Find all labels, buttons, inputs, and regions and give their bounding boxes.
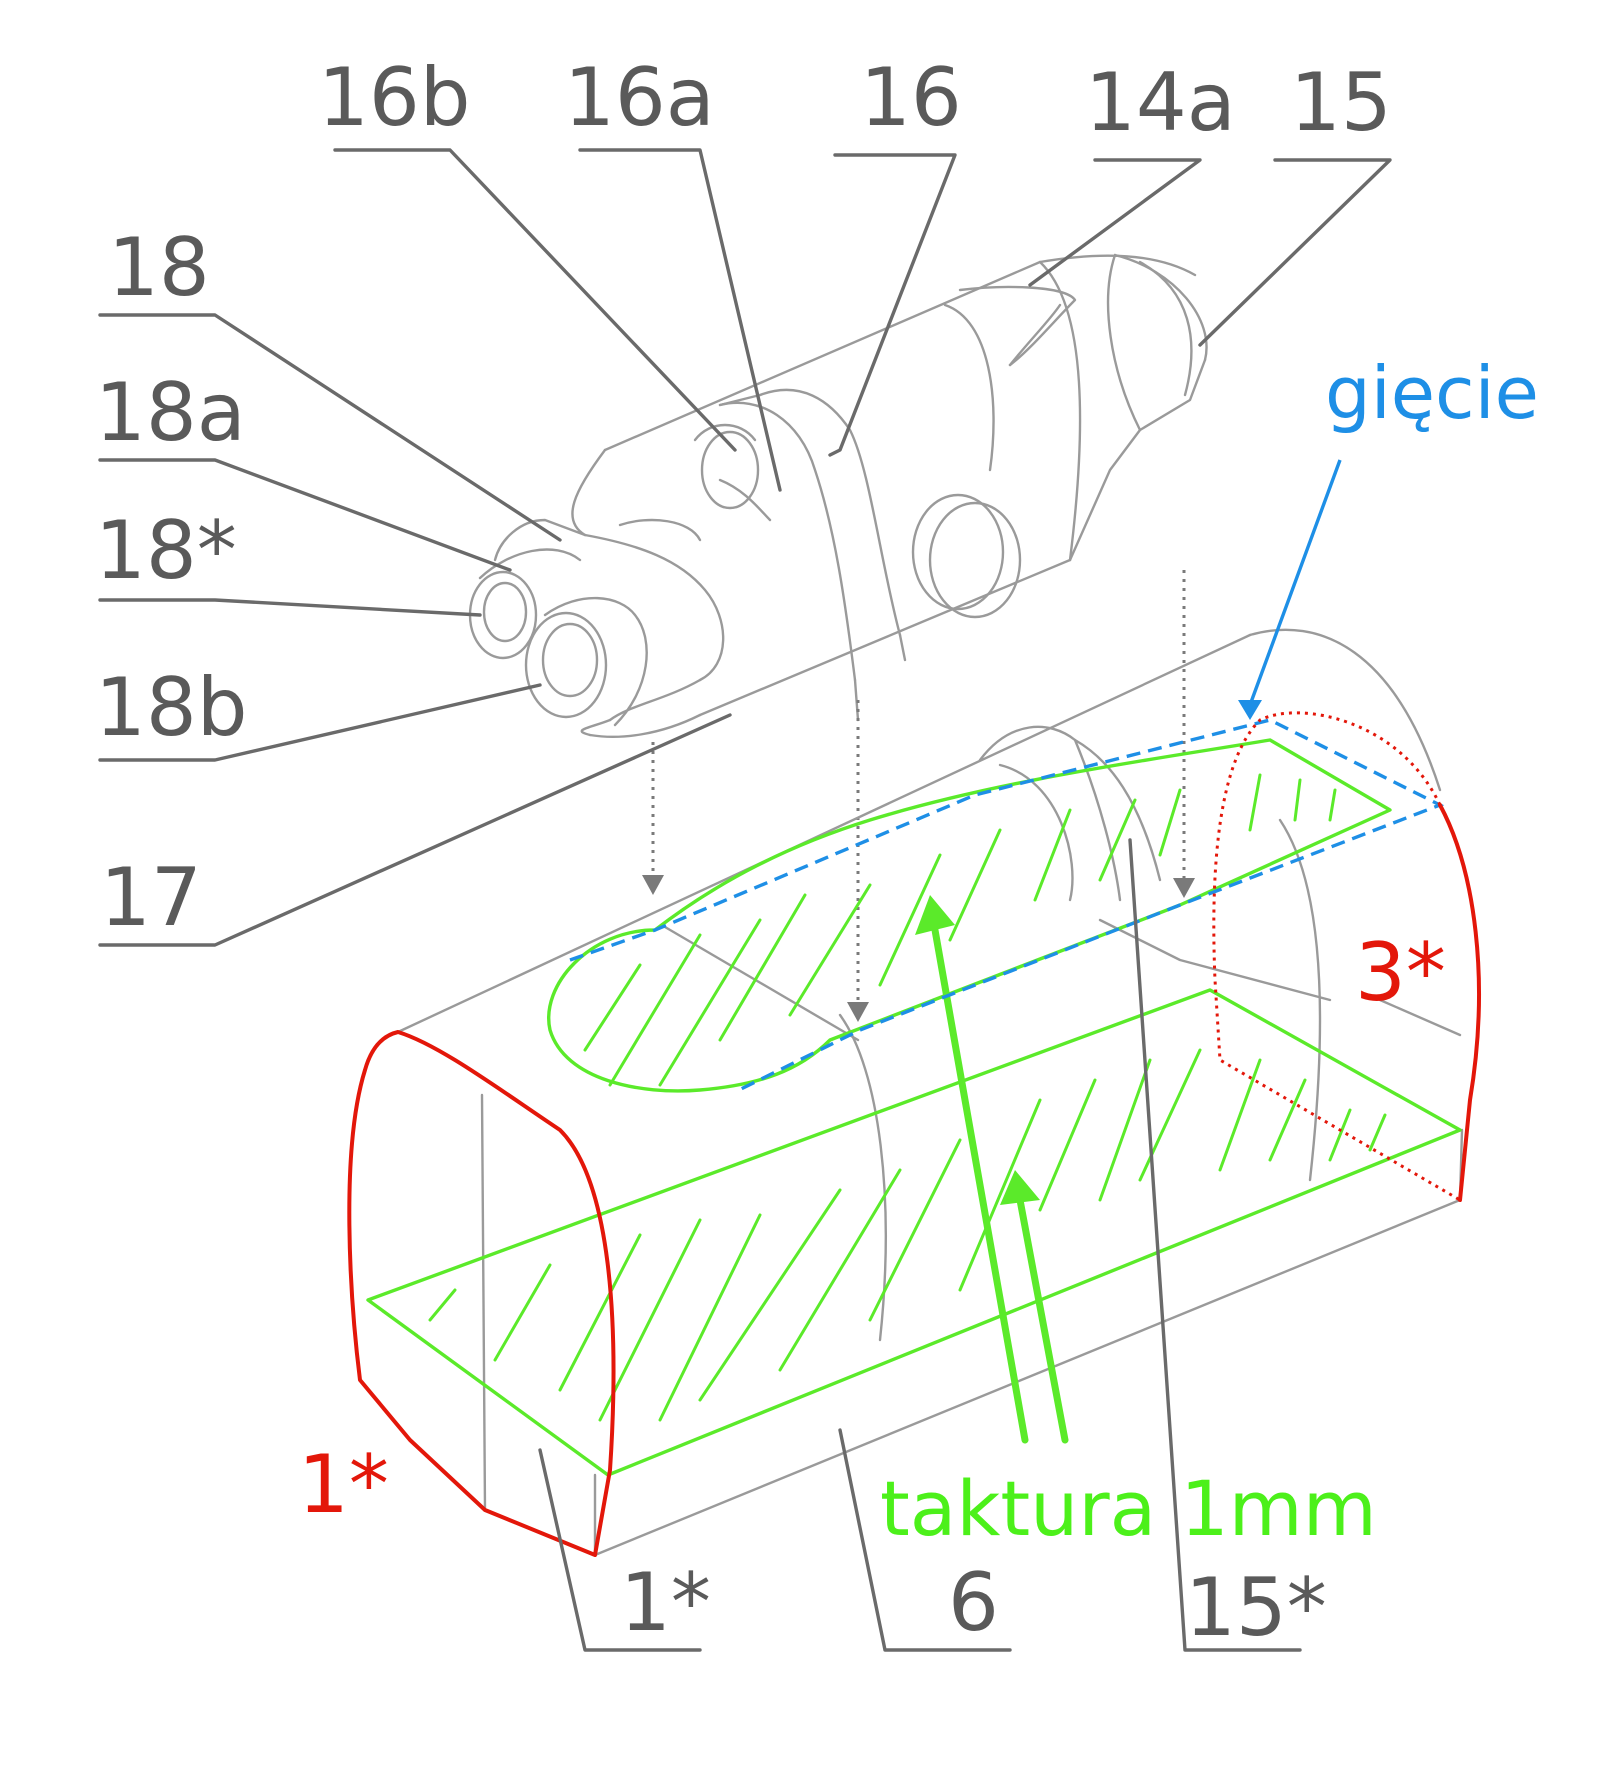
- label-16: 16: [860, 51, 962, 144]
- label-18b: 18b: [95, 661, 248, 754]
- label-16b: 16b: [318, 51, 471, 144]
- lower-block: [396, 628, 1464, 1557]
- label-18-star: 18*: [95, 504, 237, 597]
- edge-3star-hidden: [1212, 711, 1461, 1202]
- annotation-1-star: 1*: [298, 1438, 389, 1531]
- leader-lines: [98, 148, 1392, 1652]
- arrowhead-icon: [642, 875, 664, 895]
- part-labels: 16b 16a 16 14a 15 18 18a 18* 18b 17 1* 6…: [95, 51, 1392, 1654]
- annotations: gięcie taktura 1mm 1* 3*: [298, 351, 1539, 1553]
- arrowhead-icon: [915, 895, 955, 935]
- label-16a: 16a: [564, 51, 715, 144]
- annotation-bend: gięcie: [1325, 351, 1539, 435]
- edge-1star: [347, 1030, 616, 1557]
- upper-assembly: [468, 253, 1208, 738]
- arrowhead-icon: [1238, 700, 1262, 720]
- label-15: 15: [1290, 56, 1392, 149]
- texture-regions: [366, 738, 1462, 1477]
- label-18: 18: [108, 221, 210, 314]
- bend-line: [569, 459, 1445, 1094]
- bend-dashed-line: [569, 718, 1445, 1094]
- annotation-3-star: 3*: [1355, 926, 1446, 1019]
- label-15-star: 15*: [1185, 1561, 1327, 1654]
- texture-area-front: [366, 988, 1462, 1477]
- insertion-arrows: [642, 570, 1195, 1022]
- label-17: 17: [100, 851, 202, 944]
- label-14a: 14a: [1085, 56, 1236, 149]
- red-edges: [347, 711, 1481, 1557]
- texture-area-top: [547, 738, 1392, 1093]
- label-1-star-bottom: 1*: [620, 1556, 711, 1649]
- arrowhead-icon: [1173, 878, 1195, 898]
- arrowhead-icon: [847, 1002, 869, 1022]
- edge-3star: [1438, 803, 1481, 1202]
- label-18a: 18a: [95, 366, 246, 459]
- annotation-texture: taktura 1mm: [880, 1464, 1377, 1553]
- arrowhead-icon: [1000, 1170, 1040, 1205]
- texture-arrows: [915, 895, 1069, 1444]
- label-6: 6: [948, 1556, 999, 1649]
